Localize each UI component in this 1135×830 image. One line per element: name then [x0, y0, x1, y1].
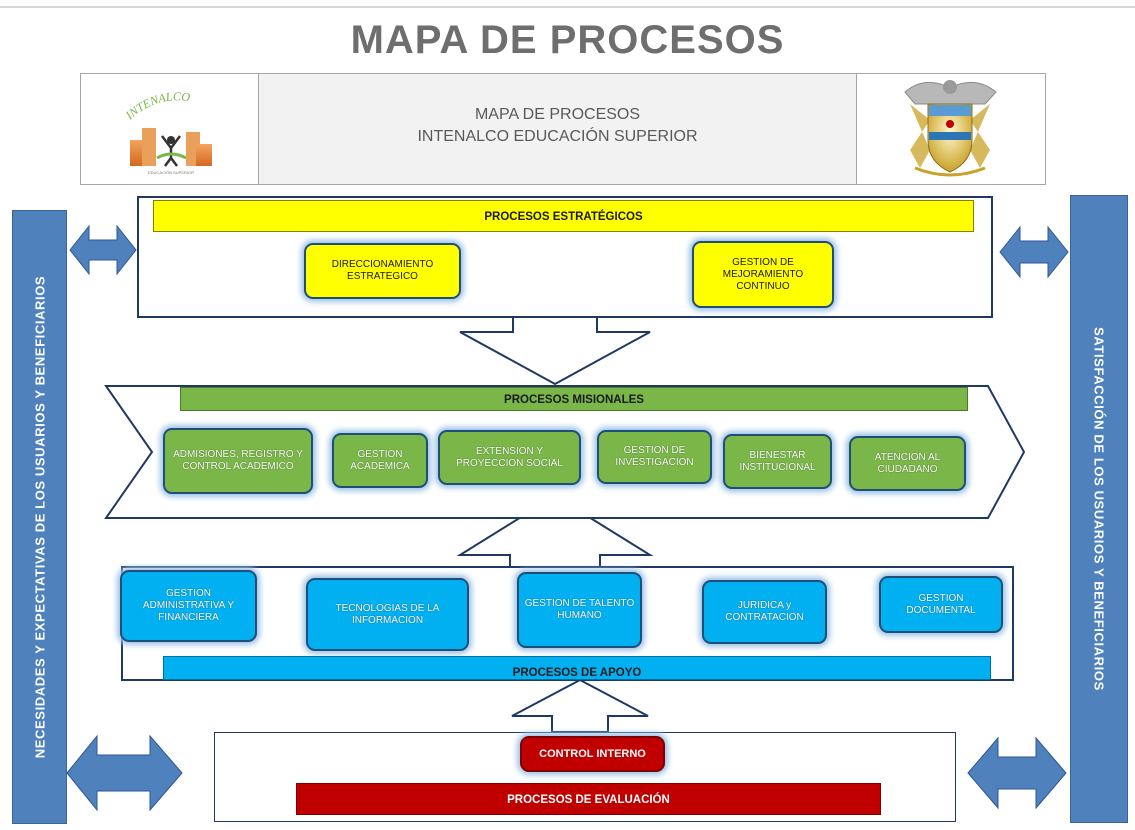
- logo-text: INTENALCO: [122, 89, 191, 123]
- process-gestion-academica[interactable]: GESTION ACADEMICA: [332, 433, 428, 488]
- process-gestion-investigacion[interactable]: GESTION DE INVESTIGACION: [597, 430, 712, 484]
- process-extension-proyeccion[interactable]: EXTENSION Y PROYECCION SOCIAL: [438, 430, 581, 485]
- up-arrow: [511, 678, 649, 733]
- left-sidebar-label: NECESIDADES Y EXPECTATIVAS DE LOS USUARI…: [32, 275, 47, 759]
- double-arrow-icon: [967, 736, 1067, 810]
- process-gestion-administrativa[interactable]: GESTION ADMINISTRATIVA Y FINANCIERA: [120, 570, 257, 642]
- estrategicos-bar: PROCESOS ESTRATÉGICOS: [153, 200, 974, 232]
- process-bienestar[interactable]: BIENESTAR INSTITUCIONAL: [723, 434, 832, 489]
- process-mejoramiento-continuo[interactable]: GESTION DE MEJORAMIENTO CONTINUO: [692, 241, 834, 308]
- right-sidebar: SATISFACCIÓN DE LOS USUARIOS Y BENEFICIA…: [1070, 195, 1128, 823]
- misionales-bar: PROCESOS MISIONALES: [180, 387, 968, 411]
- process-tecnologias-informacion[interactable]: TECNOLOGIAS DE LA INFORMACION: [306, 578, 469, 651]
- process-talento-humano[interactable]: GESTION DE TALENTO HUMANO: [517, 572, 642, 648]
- double-arrow-icon: [69, 224, 137, 276]
- coat-of-arms-icon: [904, 80, 997, 177]
- double-arrow-icon: [66, 734, 183, 812]
- page-title: MAPA DE PROCESOS: [350, 18, 785, 62]
- process-gestion-documental[interactable]: GESTION DOCUMENTAL: [879, 576, 1003, 633]
- header-divider: [856, 73, 857, 185]
- apoyo-bar: PROCESOS DE APOYO: [163, 656, 991, 680]
- process-juridica-contratacion[interactable]: JURIDICA y CONTRATACION: [702, 580, 827, 644]
- process-control-interno[interactable]: CONTROL INTERNO: [520, 736, 665, 772]
- process-atencion-ciudadano[interactable]: ATENCION AL CIUDADANO: [849, 436, 966, 491]
- header-title-band: [259, 74, 856, 184]
- top-divider: [0, 6, 1135, 8]
- evaluacion-bar: PROCESOS DE EVALUACIÓN: [296, 783, 881, 815]
- header-title: MAPA DE PROCESOS INTENALCO EDUCACIÓN SUP…: [259, 104, 856, 148]
- process-admisiones[interactable]: ADMISIONES, REGISTRO Y CONTROL ACADEMICO: [163, 428, 313, 494]
- logo-subtext: EDUCACIÓN SUPERIOR: [148, 170, 194, 175]
- right-sidebar-label: SATISFACCIÓN DE LOS USUARIOS Y BENEFICIA…: [1091, 327, 1107, 691]
- process-direccionamiento-estrategico[interactable]: DIRECCIONAMIENTO ESTRATEGICO: [304, 243, 461, 299]
- header-title-line2: INTENALCO EDUCACIÓN SUPERIOR: [417, 128, 698, 145]
- intenalco-logo: INTENALCO EDUCACIÓN SUPERIOR: [122, 89, 212, 175]
- left-sidebar: NECESIDADES Y EXPECTATIVAS DE LOS USUARI…: [12, 210, 67, 824]
- header-divider: [258, 73, 259, 185]
- down-arrow: [459, 315, 651, 386]
- header-title-line1: MAPA DE PROCESOS: [474, 106, 641, 123]
- double-arrow-icon: [999, 225, 1069, 279]
